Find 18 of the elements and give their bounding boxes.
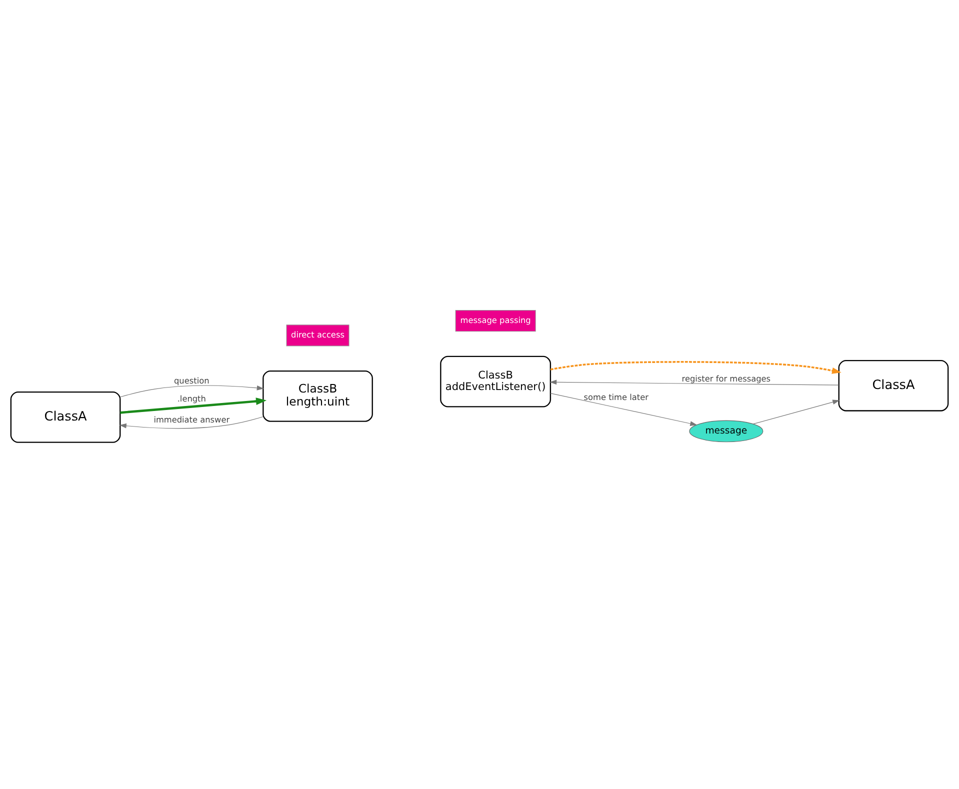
node-box: ClassA [838, 359, 949, 411]
edge-label: register for messages [682, 373, 771, 384]
arrow [550, 379, 840, 385]
node-box: direct access [286, 324, 350, 346]
arrow [120, 397, 267, 414]
edge-label: .length [177, 393, 206, 404]
edge-label: immediate answer [154, 414, 230, 424]
arrow [752, 399, 840, 424]
edge-label: question [174, 374, 210, 385]
node-box: ClassA [10, 391, 121, 442]
arrow [120, 384, 264, 397]
arrow [119, 416, 264, 428]
node-box: message passing [455, 310, 536, 332]
node-box: ClassB length:uint [262, 370, 373, 422]
arrow [550, 392, 698, 426]
edge-label: some time later [584, 391, 648, 402]
node-box: ClassB addEventListener() [440, 355, 552, 407]
arrow [550, 360, 842, 374]
